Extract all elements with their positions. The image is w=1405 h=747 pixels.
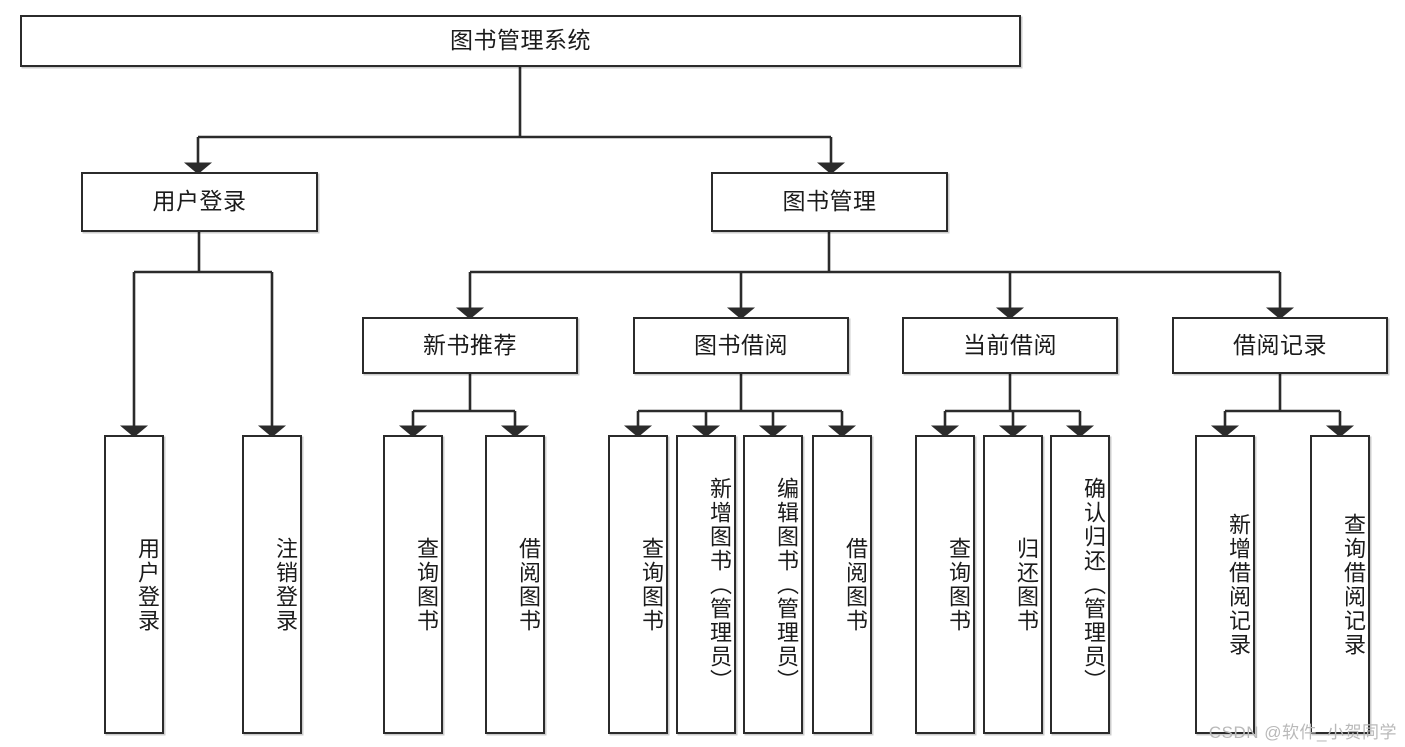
node-user-login-label: 用户登录 [152,188,247,215]
node-leaf-return-book[interactable]: 归还图书 [983,435,1043,734]
node-leaf-borrow-book-2-label: 借阅图书 [843,536,868,633]
node-leaf-add-record-label: 新增借阅记录 [1226,512,1251,657]
node-leaf-return-book-label: 归还图书 [1014,536,1039,633]
node-leaf-edit-book[interactable]: 编辑图书（管理员） [743,435,803,734]
node-leaf-add-record[interactable]: 新增借阅记录 [1195,435,1255,734]
node-leaf-edit-book-label: 编辑图书（管理员） [774,476,799,693]
node-leaf-borrow-book-1[interactable]: 借阅图书 [485,435,545,734]
node-new-book-recommend-label: 新书推荐 [423,331,517,358]
node-leaf-confirm-return[interactable]: 确认归还（管理员） [1050,435,1110,734]
node-leaf-add-book[interactable]: 新增图书（管理员） [676,435,736,734]
node-borrow-records-label: 借阅记录 [1233,331,1327,358]
csdn-watermark: CSDN @软件_小贺同学 [1208,723,1397,742]
node-current-borrow-label: 当前借阅 [963,331,1057,358]
node-leaf-borrow-book-1-label: 借阅图书 [516,536,541,633]
node-root-label: 图书管理系统 [450,27,591,54]
node-leaf-borrow-book-2[interactable]: 借阅图书 [812,435,872,734]
node-leaf-add-book-label: 新增图书（管理员） [707,476,732,693]
node-book-borrow-label: 图书借阅 [694,331,788,358]
node-leaf-query-book-1[interactable]: 查询图书 [383,435,443,734]
node-leaf-user-login[interactable]: 用户登录 [104,435,164,734]
node-book-manage[interactable]: 图书管理 [711,172,948,232]
node-leaf-query-record-label: 查询借阅记录 [1341,512,1366,657]
node-leaf-logout[interactable]: 注销登录 [242,435,302,734]
node-new-book-recommend[interactable]: 新书推荐 [362,317,578,374]
node-leaf-user-login-label: 用户登录 [135,536,160,633]
node-book-borrow[interactable]: 图书借阅 [633,317,849,374]
node-leaf-query-book-2-label: 查询图书 [639,536,664,633]
node-leaf-query-book-2[interactable]: 查询图书 [608,435,668,734]
node-current-borrow[interactable]: 当前借阅 [902,317,1118,374]
node-leaf-query-book-3[interactable]: 查询图书 [915,435,975,734]
node-leaf-confirm-return-label: 确认归还（管理员） [1081,476,1106,693]
node-root[interactable]: 图书管理系统 [20,15,1021,67]
node-leaf-query-book-1-label: 查询图书 [414,536,439,633]
node-leaf-query-record[interactable]: 查询借阅记录 [1310,435,1370,734]
node-borrow-records[interactable]: 借阅记录 [1172,317,1388,374]
node-leaf-query-book-3-label: 查询图书 [946,536,971,633]
node-user-login[interactable]: 用户登录 [81,172,318,232]
node-book-manage-label: 图书管理 [782,188,877,215]
node-leaf-logout-label: 注销登录 [273,536,298,633]
